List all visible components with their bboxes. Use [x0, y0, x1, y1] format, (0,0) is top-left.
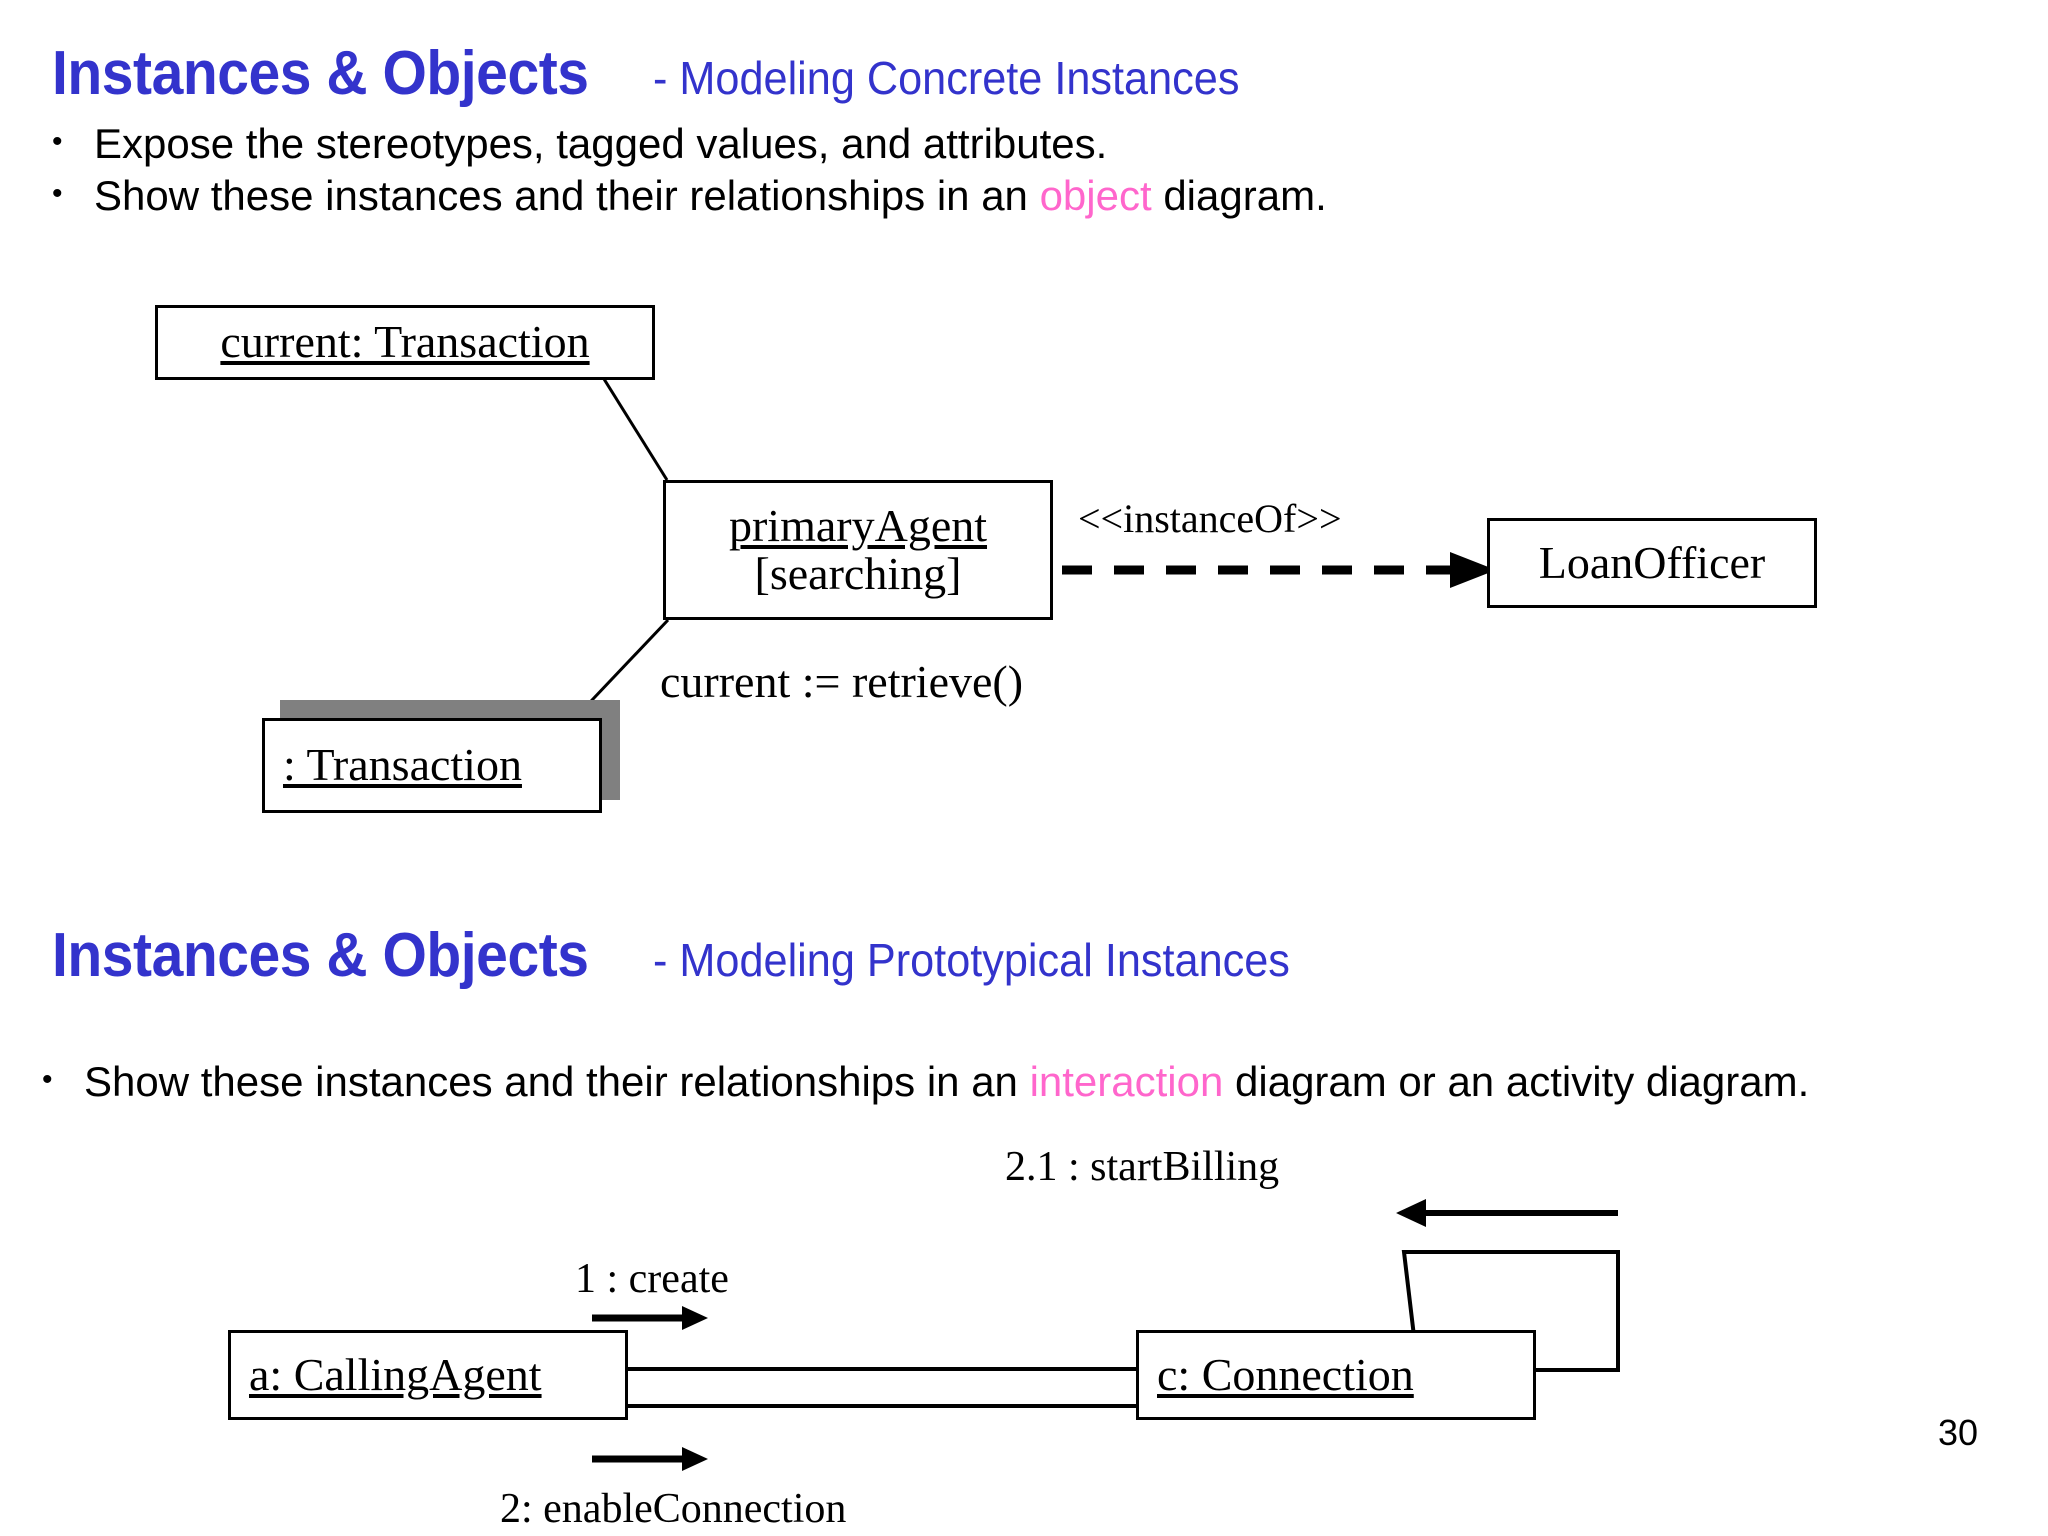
bullet-marker: • [42, 1063, 53, 1096]
message-1-arrowhead [682, 1306, 708, 1330]
section1-bullet-1: • Expose the stereotypes, tagged values,… [52, 120, 1552, 168]
bullet-highlight-object: object [1039, 172, 1152, 219]
bullet-text-pre: Show these instances and their relations… [84, 1058, 1030, 1105]
object-box-current-transaction[interactable]: current: Transaction [155, 305, 655, 380]
section1-bullet-2: • Show these instances and their relatio… [52, 172, 1552, 220]
object-box-state: [searching] [754, 548, 962, 599]
bullet-text-post: diagram or an activity diagram. [1223, 1058, 1810, 1105]
bullet-text-post: diagram. [1151, 172, 1327, 219]
message-2-1-label: 2.1 : startBilling [1005, 1144, 1280, 1190]
bullet-marker: • [52, 125, 63, 158]
section2-title: Instances & Objects - Modeling Prototypi… [52, 920, 1331, 991]
bullet-highlight-interaction: interaction [1029, 1058, 1224, 1105]
assignment-expression-label: current := retrieve() [660, 656, 1024, 707]
message-2-label: 2: enableConnection [500, 1486, 847, 1532]
class-box-loan-officer[interactable]: LoanOfficer [1487, 518, 1817, 608]
section2-title-main: Instances & Objects [52, 921, 589, 990]
object-box-label: primaryAgent [728, 499, 988, 551]
message-2-arrowhead [682, 1447, 708, 1471]
object-box-primary-agent[interactable]: primaryAgent [searching] [663, 480, 1053, 620]
object-box-label: a: CallingAgent [249, 1348, 542, 1400]
message-1-label: 1 : create [575, 1256, 729, 1302]
stereotype-instanceof-label: <<instanceOf>> [1078, 496, 1342, 541]
section2-bullet-1: • Show these instances and their relatio… [42, 1058, 1872, 1106]
object-box-label: current: Transaction [220, 316, 590, 368]
object-box-label: : Transaction [283, 739, 522, 791]
link-current-to-primaryagent [602, 378, 669, 481]
bullet-text-pre: Show these instances and their relations… [94, 172, 1040, 219]
class-box-label: LoanOfficer [1538, 536, 1766, 588]
bullet-marker: • [52, 177, 63, 210]
section1-title-subtitle: - Modeling Concrete Instances [653, 52, 1240, 104]
section2-title-subtitle: - Modeling Prototypical Instances [653, 934, 1291, 986]
bullet-text-pre: Expose the stereotypes, tagged values, a… [94, 120, 1108, 167]
section1-title-main: Instances & Objects [52, 39, 589, 108]
bullet-text: Show these instances and their relations… [84, 1058, 1809, 1106]
object-box-label: c: Connection [1157, 1348, 1414, 1400]
section1-title: Instances & Objects - Modeling Concrete … [52, 38, 1277, 109]
bullet-text: Expose the stereotypes, tagged values, a… [94, 120, 1107, 168]
message-2-1-arrowhead [1396, 1199, 1426, 1227]
page-number: 30 [1938, 1412, 1979, 1453]
object-box-calling-agent[interactable]: a: CallingAgent [228, 1330, 628, 1420]
object-box-anon-transaction[interactable]: : Transaction [262, 718, 602, 813]
object-box-connection[interactable]: c: Connection [1136, 1330, 1536, 1420]
bullet-text: Show these instances and their relations… [94, 172, 1327, 220]
